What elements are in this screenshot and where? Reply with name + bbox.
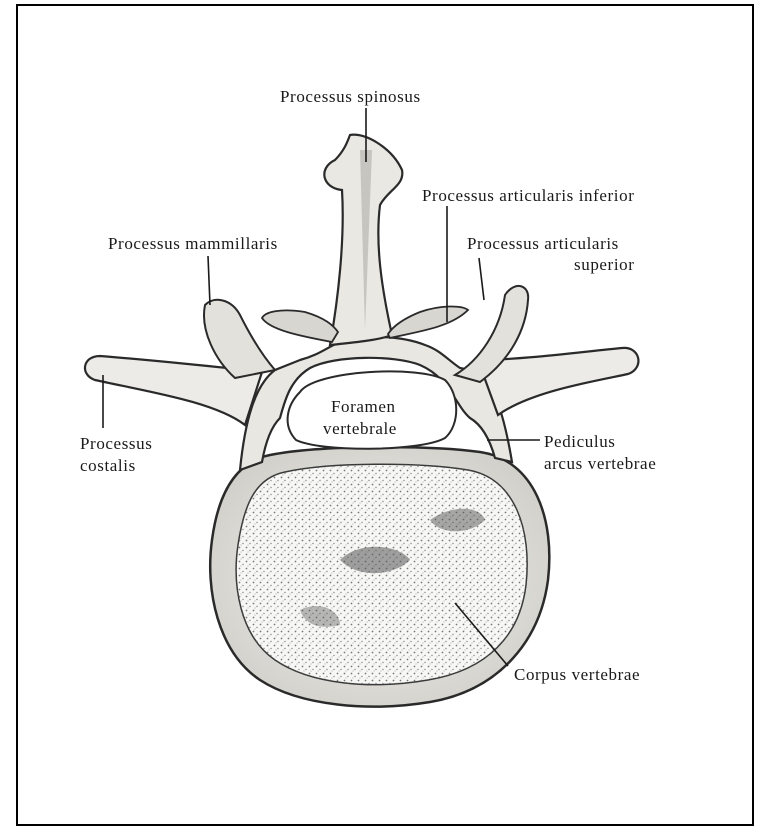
label-foramen-vertebrale-line1: Foramen [331, 397, 396, 416]
label-processus-articularis-superior-line1: Processus articularis [467, 234, 619, 253]
label-processus-spinosus: Processus spinosus [280, 87, 421, 106]
label-processus-mammillaris: Processus mammillaris [108, 234, 278, 253]
label-pediculus-arcus-vertebrae-line2: arcus vertebrae [544, 454, 656, 473]
label-processus-articularis-inferior: Processus articularis inferior [422, 186, 635, 205]
label-pediculus-arcus-vertebrae-line1: Pediculus [544, 432, 616, 451]
processus-articularis-inferior-right-shape [388, 306, 468, 338]
label-foramen-vertebrale-line2: vertebrale [323, 419, 397, 438]
corpus-vertebrae-shape [210, 447, 549, 706]
label-processus-costalis-line1: Processus [80, 434, 152, 453]
label-processus-costalis-line2: costalis [80, 456, 136, 475]
processus-articularis-inferior-left-shape [262, 310, 338, 342]
label-corpus-vertebrae: Corpus vertebrae [514, 665, 640, 684]
label-processus-articularis-superior-line2: superior [574, 255, 635, 274]
